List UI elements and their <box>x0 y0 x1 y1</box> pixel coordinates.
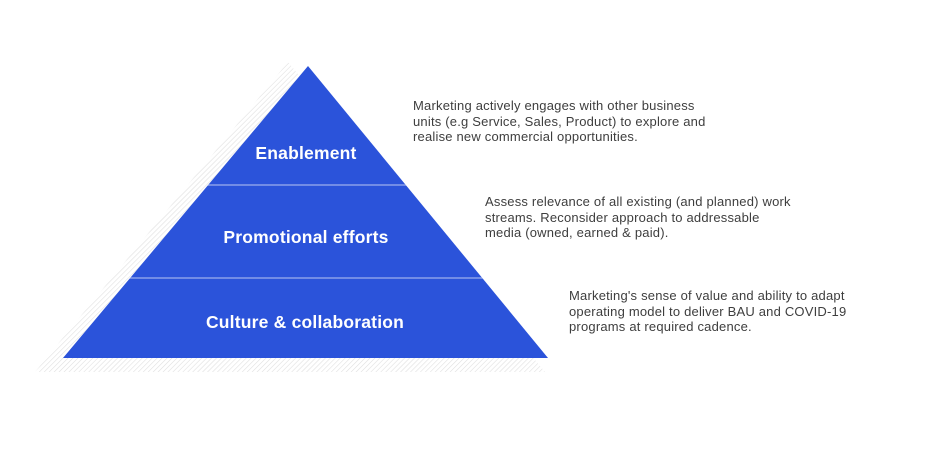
pyramid-level-label-enablement: Enablement <box>255 143 357 163</box>
level-description-culture-collaboration: Marketing's sense of value and ability t… <box>569 288 847 334</box>
pyramid-shape <box>63 66 548 358</box>
level-description-promotional-efforts: Assess relevance of all existing (and pl… <box>485 194 791 240</box>
pyramid-level-label-promotional-efforts: Promotional efforts <box>223 227 389 247</box>
level-description-enablement: Marketing actively engages with other bu… <box>413 98 706 144</box>
pyramid-level-label-culture-collaboration: Culture & collaboration <box>205 312 405 332</box>
